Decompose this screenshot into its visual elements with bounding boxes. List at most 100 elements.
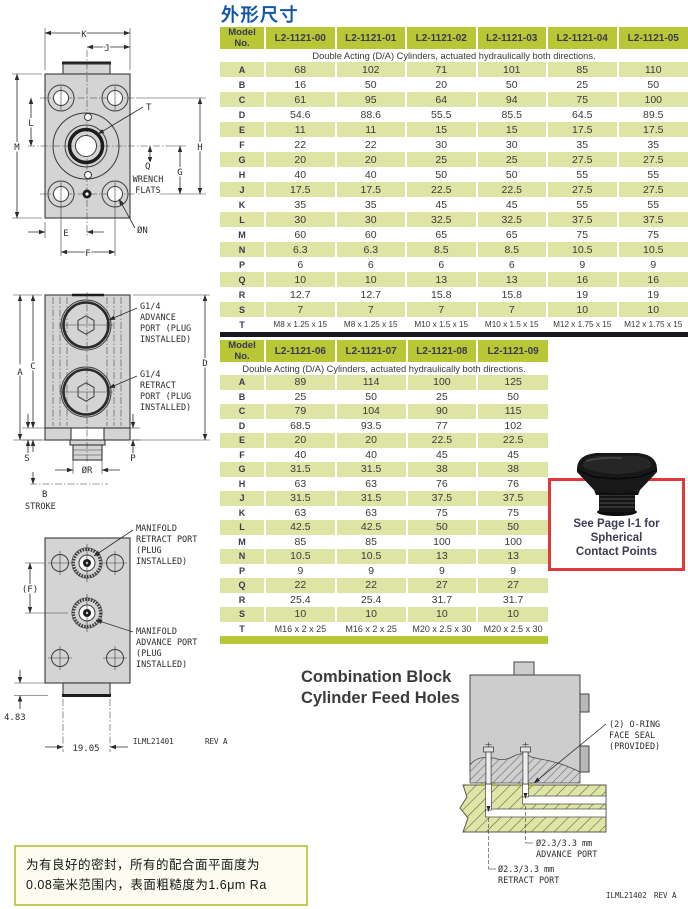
dimension-cell: M20 x 2.5 x 30 (476, 621, 548, 636)
dimension-cell: M10 x 1.5 x 15 (405, 317, 477, 332)
central-bore (52, 112, 120, 199)
dimension-cell: 68 (264, 62, 336, 77)
dimension-cell: M16 x 2 x 25 (264, 621, 336, 636)
dimension-cell: 17.5 (264, 182, 336, 197)
dimension-cell: 9 (616, 257, 688, 272)
dimension-cell: 115 (476, 404, 548, 419)
surface-finish-line: 0.08毫米范围内，表面粗糙度为1.6μm Ra (26, 878, 267, 892)
dimension-cell: 54.6 (264, 107, 336, 122)
dimension-cell: 10 (334, 272, 406, 287)
dim-F: F (85, 249, 90, 259)
dimension-lines (12, 28, 206, 256)
model-column-header: L2-1121-05 (616, 27, 688, 49)
dimension-cell: 85 (264, 534, 336, 549)
dimension-cell: 16 (264, 77, 336, 92)
dimension-cell: 9 (476, 563, 548, 578)
dimension-cell: 76 (476, 476, 548, 491)
dimension-cell: 75 (476, 505, 548, 520)
dimension-cell: 19 (546, 287, 618, 302)
dimension-cell: 20 (264, 433, 336, 448)
dimension-cell: 22.5 (475, 182, 547, 197)
dimension-cell: 88.6 (334, 107, 406, 122)
dimension-cell: 25.4 (264, 592, 336, 607)
dimension-cell: 37.5 (546, 212, 618, 227)
dimension-cell: 7 (334, 302, 406, 317)
dimension-cell: 37.5 (476, 491, 548, 506)
dim-M: M (14, 143, 20, 153)
dimension-cell: 30 (334, 212, 406, 227)
dimension-cell: 25 (264, 389, 336, 404)
dimension-cell: 55 (616, 197, 688, 212)
row-label: S (238, 609, 245, 620)
dimension-cell: 100 (616, 92, 688, 107)
dimension-cell: 110 (616, 62, 688, 77)
dimension-cell: 85 (334, 534, 407, 549)
row-label: H (238, 478, 246, 489)
dim-L: L (28, 119, 33, 129)
row-label: R (238, 594, 246, 605)
dimension-cell: 20 (334, 433, 407, 448)
dimension-cell: 50 (334, 77, 406, 92)
dimension-cell: 102 (334, 62, 406, 77)
table2-bottom-bar (220, 636, 548, 644)
advance-port-label: INSTALLED) (140, 335, 191, 345)
dimension-cell: 25 (405, 152, 477, 167)
dimension-lines (14, 529, 134, 752)
retract-port-size-label: Ø2.3/3.3 mm (498, 864, 554, 875)
dimension-cell: 100 (405, 534, 478, 549)
dimension-cell: 10 (264, 272, 336, 287)
row-label: E (238, 124, 245, 135)
row-label: Q (238, 580, 246, 591)
doc-ref-2: ILML21402 (606, 891, 647, 900)
dimension-cell: 63 (264, 505, 336, 520)
dimension-cell: 35 (616, 137, 688, 152)
subtitle-text: Double Acting (D/A) Cylinders, actuated … (220, 49, 688, 62)
dimension-cell: 60 (264, 227, 336, 242)
cylinder-body (44, 293, 131, 461)
advance-port-label: G1/4 (140, 302, 160, 312)
model-column-header: L2-1121-01 (334, 27, 406, 49)
dimension-cell: 89.5 (616, 107, 688, 122)
bolt-holes (48, 551, 127, 670)
dimension-cell: 93.5 (334, 418, 407, 433)
model-column-header: L2-1121-09 (476, 340, 548, 362)
subtitle-row: Double Acting (D/A) Cylinders, actuated … (220, 362, 548, 375)
dimension-cell: 65 (475, 227, 547, 242)
dim-J: J (104, 44, 109, 54)
dimension-cell: 22 (264, 578, 336, 593)
dimension-cell: 32.5 (405, 212, 477, 227)
see-page-note: See Page I-1 for Spherical Contact Point… (548, 517, 685, 559)
row-label: B (238, 79, 246, 90)
dimension-cell: 61 (264, 92, 336, 107)
model-column-header: L2-1121-02 (405, 27, 477, 49)
row-label: G (238, 464, 246, 475)
dimension-cell: 25 (546, 77, 618, 92)
stroke-label: STROKE (25, 502, 56, 512)
row-label: L (239, 522, 245, 533)
dimension-cell: 15 (475, 122, 547, 137)
dimension-cell: 77 (405, 418, 478, 433)
dimension-cell: 10 (405, 607, 478, 622)
block-body (469, 661, 590, 784)
dimension-cell: 31.7 (476, 592, 548, 607)
oring-seal-label: FACE SEAL (609, 731, 655, 741)
dimension-cell: 75 (405, 505, 478, 520)
dimension-cell: 6 (405, 257, 477, 272)
dim-Q: Q (145, 162, 150, 172)
row-label: M (238, 536, 246, 547)
row-label: P (238, 259, 245, 270)
dimension-cell: 10 (616, 302, 688, 317)
retract-port-label: G1/4 (140, 370, 160, 380)
